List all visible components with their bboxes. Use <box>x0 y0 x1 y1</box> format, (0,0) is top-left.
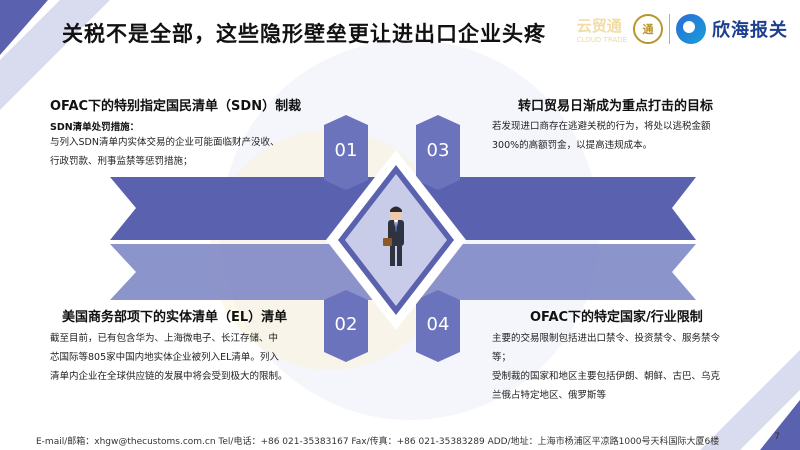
section-4-line: 等； <box>492 352 512 363</box>
section-1-line: 行政罚款、刑事监禁等惩罚措施； <box>50 156 193 167</box>
corner-band-bottom-right <box>700 350 800 450</box>
footer-contact: E-mail/邮箱：xhgw@thecustoms.com.cn Tel/电话：… <box>36 437 720 447</box>
page-title: 关税不是全部，这些隐形壁垒更让进出口企业头疼 <box>62 22 546 46</box>
hexagon-01 <box>324 115 368 190</box>
hexagon-02 <box>324 290 368 362</box>
section-3-body: 若发现进口商存在逃避关税的行为，将处以逃税金额 300%的高额罚金，以提高违规成… <box>492 117 711 155</box>
page-number: 7 <box>774 432 780 442</box>
section-1-body: 与列入SDN清单内实体交易的企业可能面临财产没收、 行政罚款、刑事监禁等惩罚措施… <box>50 133 279 171</box>
section-number-02: 02 <box>334 314 358 335</box>
section-1-subhead: SDN清单处罚措施： <box>50 122 140 133</box>
businessman-icon <box>383 206 404 266</box>
corner-triangle-bottom-right <box>760 400 800 450</box>
section-3-line: 300%的高额罚金，以提高违规成本。 <box>492 140 653 151</box>
section-1-title: OFAC下的特别指定国民清单（SDN）制裁 <box>50 99 302 114</box>
arrow-band-bottom-right <box>420 244 696 300</box>
seal-icon: 通 <box>633 14 663 44</box>
brand-name: 欣海报关 <box>712 20 788 41</box>
corner-triangle-top-left <box>0 0 48 55</box>
section-4-body: 主要的交易限制包括进出口禁令、投资禁令、服务禁令 等； 受制裁的国家和地区主要包… <box>492 329 720 405</box>
section-4-line: 主要的交易限制包括进出口禁令、投资禁令、服务禁令 <box>492 333 721 344</box>
seal-text: 通 <box>642 23 654 36</box>
hexagon-04 <box>416 290 460 362</box>
logo-separator <box>669 14 670 44</box>
section-number-01: 01 <box>334 140 358 161</box>
section-2-body: 截至目前，已有包含华为、上海微电子、长江存储、中 芯国际等805家中国内地实体企… <box>50 329 288 386</box>
section-2-line: 清单内企业在全球供应链的发展中将会受到极大的限制。 <box>50 371 288 382</box>
faded-logo-sub: CLOUD TRADE <box>576 35 627 44</box>
section-1-line: 与列入SDN清单内实体交易的企业可能面临财产没收、 <box>50 137 280 148</box>
section-4-title: OFAC下的特定国家/行业限制 <box>530 310 703 325</box>
hexagon-03 <box>416 115 460 190</box>
section-2-title: 美国商务部项下的实体清单（EL）清单 <box>62 310 288 325</box>
section-4-line: 兰俄占特定地区、俄罗斯等 <box>492 390 607 401</box>
arrow-band-bottom-left <box>110 244 380 300</box>
arrow-band-top-right <box>420 177 696 240</box>
section-2-line: 芯国际等805家中国内地实体企业被列入EL清单。列入 <box>50 352 279 363</box>
corner-band-top-left <box>0 0 110 110</box>
section-2-line: 截至目前，已有包含华为、上海微电子、长江存储、中 <box>50 333 279 344</box>
faded-logo: 云贸通 CLOUD TRADE <box>577 15 627 44</box>
brand-logo-icon <box>676 14 706 44</box>
section-4-line: 受制裁的国家和地区主要包括伊朗、朝鲜、古巴、乌克 <box>492 371 721 382</box>
faded-logo-text: 云贸通 <box>576 16 622 35</box>
section-3-title: 转口贸易日渐成为重点打击的目标 <box>518 99 714 114</box>
section-3-line: 若发现进口商存在逃避关税的行为，将处以逃税金额 <box>492 121 711 132</box>
arrow-band-top-left <box>110 177 380 240</box>
logo-area: 云贸通 CLOUD TRADE 通 欣海报关 <box>577 6 788 52</box>
section-number-03: 03 <box>426 140 450 161</box>
section-number-04: 04 <box>426 314 450 335</box>
